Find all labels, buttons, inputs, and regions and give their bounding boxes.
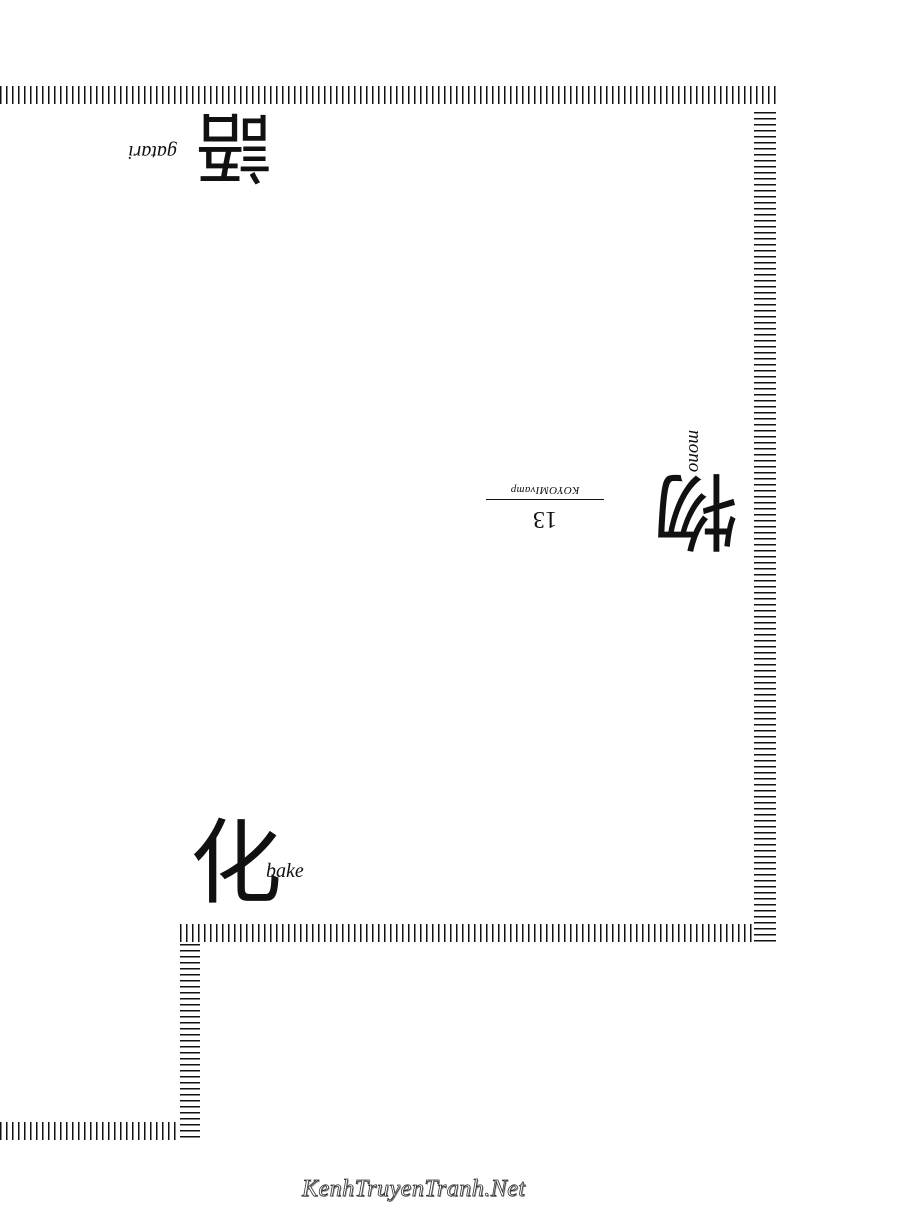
volume-block: 13 KOYOMIvamp bbox=[486, 480, 604, 532]
volume-number: 13 bbox=[533, 506, 557, 532]
volume-divider bbox=[486, 499, 604, 500]
title-roman-top: gatari bbox=[128, 141, 177, 163]
watermark-text: KenhTruyenTranh.Net bbox=[302, 1176, 526, 1203]
title-kanji-bottom: 化 bbox=[190, 810, 283, 917]
title-roman-bottom: bake bbox=[266, 860, 304, 882]
middle-tick-strip bbox=[180, 924, 752, 942]
series-label: KOYOMIvamp bbox=[510, 484, 580, 496]
title-kanji-top: 語 bbox=[196, 102, 272, 191]
title-kanji-middle: 物 bbox=[654, 461, 739, 559]
right-tick-strip bbox=[754, 112, 776, 942]
bottom-tick-strip bbox=[0, 1122, 178, 1140]
left-tick-strip bbox=[180, 944, 200, 1142]
top-tick-strip bbox=[0, 86, 776, 104]
title-roman-middle: mono bbox=[683, 429, 705, 473]
